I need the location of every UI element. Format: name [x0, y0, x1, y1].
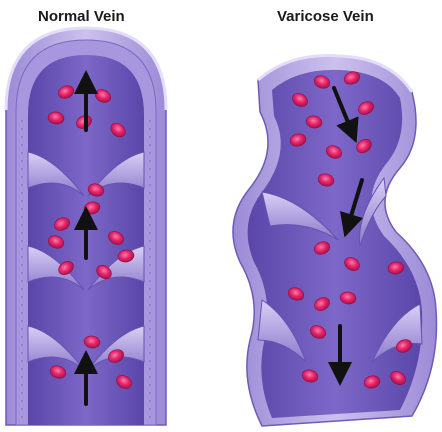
varicose-vein	[233, 56, 437, 427]
normal-vein	[6, 28, 166, 425]
